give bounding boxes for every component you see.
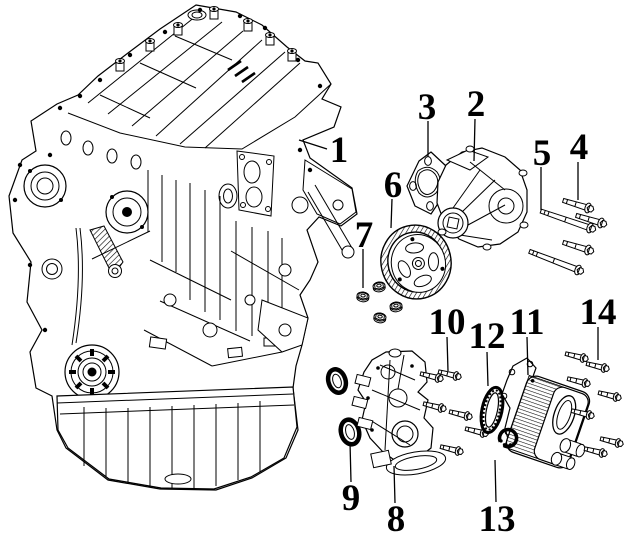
- leader-2: [473, 118, 476, 162]
- leader-1: [298, 139, 328, 150]
- leader-9: [349, 441, 352, 483]
- leader-13: [494, 459, 497, 503]
- oil-filler-cap: [187, 9, 207, 21]
- crankshaft-hub: [64, 344, 120, 400]
- engine-assembly-drawing: [8, 4, 358, 491]
- timing-chain: [89, 225, 124, 278]
- leader-12: [486, 351, 489, 387]
- leader-8: [393, 465, 396, 504]
- water-pump-drawing: [436, 145, 529, 251]
- callout-11: 11: [510, 302, 545, 343]
- callout-12: 12: [469, 316, 506, 357]
- pulley-drawing: [380, 224, 452, 300]
- retaining-ring-drawing: [497, 427, 519, 449]
- cylinder-block-detail: [91, 170, 309, 367]
- callout-2: 2: [467, 84, 486, 125]
- leader-lines: [298, 118, 599, 504]
- callout-13: 13: [479, 499, 516, 540]
- leader-10: [446, 336, 449, 372]
- callout-1: 1: [330, 130, 349, 171]
- leader-6: [390, 198, 393, 229]
- callout-5: 5: [533, 133, 552, 174]
- oval-gasket-drawing: [479, 385, 505, 435]
- engine-mount-bracket: [257, 159, 357, 353]
- callout-9: 9: [342, 478, 361, 519]
- o-rings-drawing: [325, 367, 362, 447]
- callout-8: 8: [387, 499, 406, 540]
- cover-bolt-towers: [115, 6, 297, 72]
- callout-3: 3: [418, 87, 437, 128]
- callout-4: 4: [570, 127, 589, 168]
- callout-labels: 1 2 3 4 5 6 7 8 9 10 11 12 13 14: [330, 84, 617, 540]
- callout-6: 6: [384, 165, 403, 206]
- callout-14: 14: [580, 292, 617, 333]
- water-pump-bolts-drawing: [527, 195, 609, 278]
- leader-11: [526, 336, 529, 376]
- water-pump-mount-pad: [218, 150, 275, 217]
- cam-cover-bores: [23, 164, 149, 234]
- callout-10: 10: [429, 302, 466, 343]
- oil-pan: [56, 386, 298, 490]
- callout-7: 7: [355, 215, 374, 256]
- edge-bolt-heads: [12, 7, 323, 333]
- oil-pump-assembly-drawing: [351, 348, 447, 476]
